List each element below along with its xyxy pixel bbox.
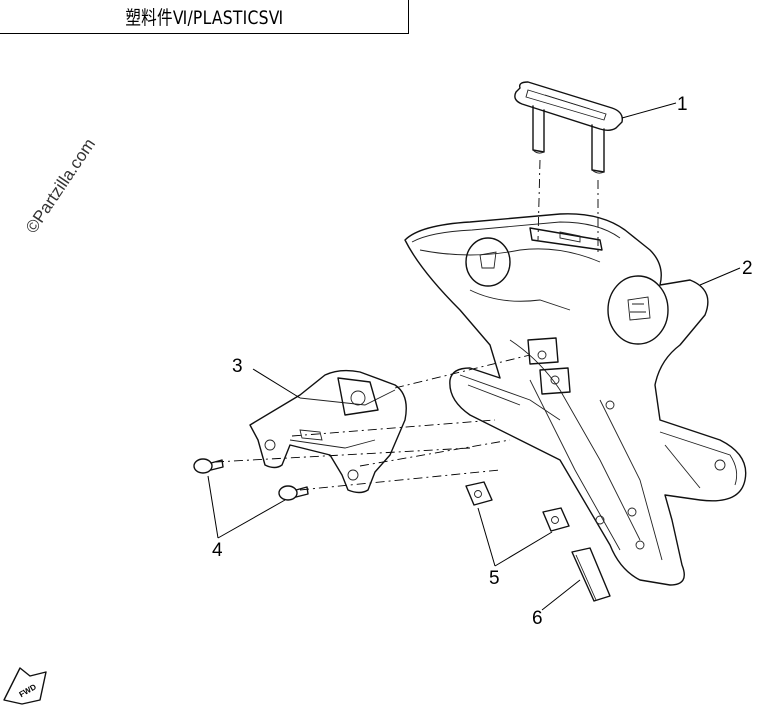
callout-6: 6 xyxy=(532,608,543,629)
part-1-reflector[interactable] xyxy=(514,81,623,174)
part-2-bracket[interactable] xyxy=(404,213,747,586)
part-6-pad[interactable] xyxy=(571,547,611,602)
callout-4: 4 xyxy=(212,540,223,561)
part-5-clip-nuts[interactable] xyxy=(465,481,570,532)
fwd-label: FWD xyxy=(18,682,38,699)
title-box: 塑料件Ⅵ/PLASTICSⅥ xyxy=(0,0,409,34)
callout-5: 5 xyxy=(489,568,500,589)
part-3-light-bracket[interactable] xyxy=(249,369,407,494)
callout-1: 1 xyxy=(677,94,688,115)
part-4-screws[interactable] xyxy=(193,458,309,501)
callout-2: 2 xyxy=(742,258,753,279)
callout-3: 3 xyxy=(232,356,243,377)
page-title: 塑料件Ⅵ/PLASTICSⅥ xyxy=(124,7,284,29)
fwd-arrow-icon: FWD xyxy=(3,667,47,705)
